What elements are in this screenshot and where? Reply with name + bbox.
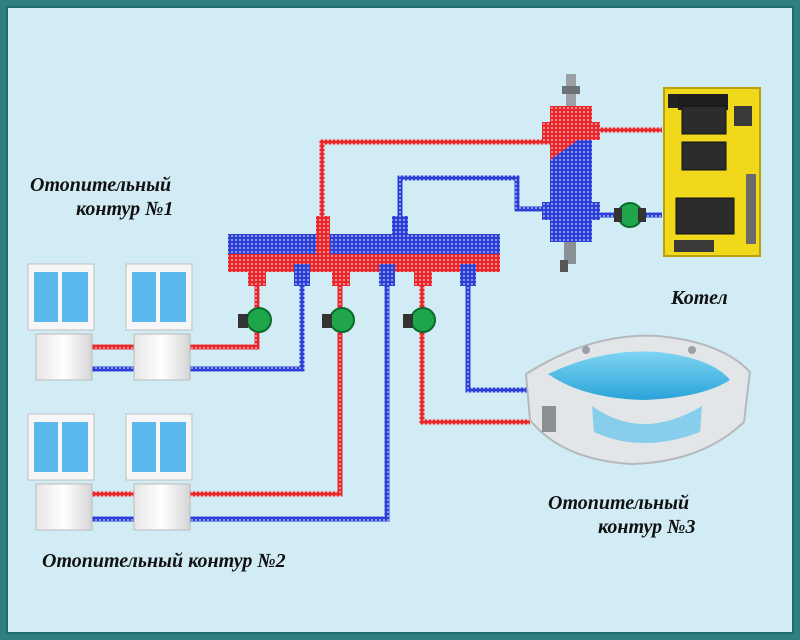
pump-circuit-2 <box>322 307 355 333</box>
diagram-frame <box>6 6 794 634</box>
radiator-1 <box>35 333 93 381</box>
radiator-4 <box>133 483 191 531</box>
boiler-label: Котел <box>671 287 728 309</box>
window-1 <box>27 263 95 331</box>
pump-circuit-3 <box>403 307 436 333</box>
heating-scheme <box>27 74 761 531</box>
window-3 <box>27 413 95 481</box>
radiator-2 <box>133 333 191 381</box>
window-4 <box>125 413 193 481</box>
pump-boiler <box>614 202 646 228</box>
circuit-1-title: Отопительный <box>30 174 172 196</box>
radiator-3 <box>35 483 93 531</box>
circuit-3-title: Отопительный <box>548 492 690 514</box>
circuit-3-subtitle: контур №3 <box>598 516 696 538</box>
window-2 <box>125 263 193 331</box>
hydraulic-separator <box>542 74 600 272</box>
manifold <box>228 216 500 286</box>
boiler <box>663 87 761 257</box>
pump-circuit-1 <box>238 307 272 333</box>
bathtub <box>524 334 752 466</box>
circuit-1-subtitle: контур №1 <box>76 198 174 220</box>
circuit-2-title: Отопительный контур №2 <box>42 550 286 572</box>
